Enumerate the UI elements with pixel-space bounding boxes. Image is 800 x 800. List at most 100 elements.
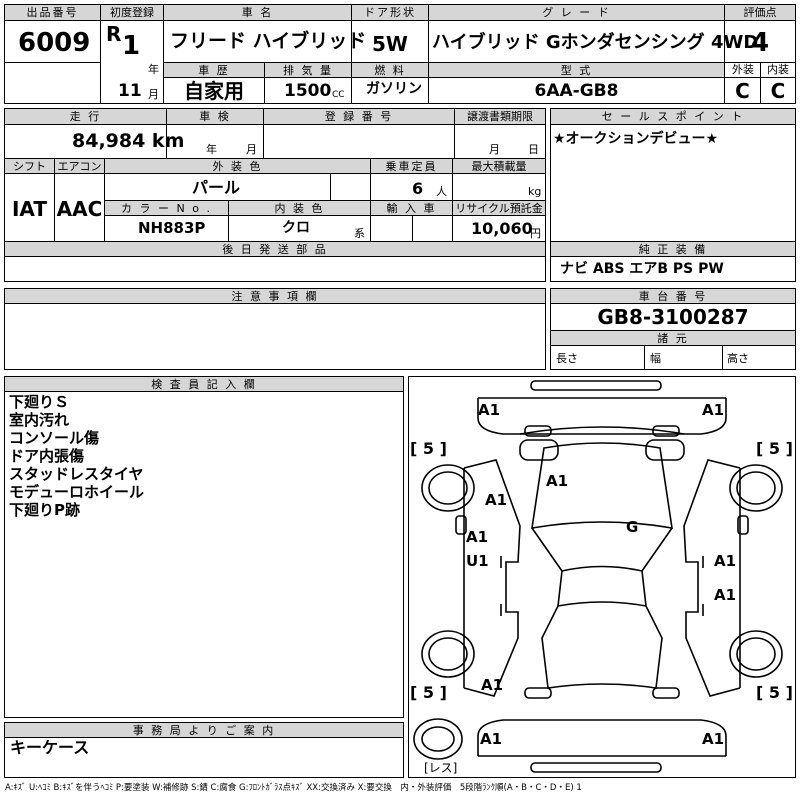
office-box: [4, 722, 404, 778]
cc-unit: CC: [332, 90, 345, 100]
capacity: 6: [412, 179, 424, 198]
tire-tread-rear-left: [ 5 ]: [410, 683, 447, 702]
capacity-header: 乗車定員: [371, 159, 452, 173]
car-name-header: 車 名: [164, 5, 351, 20]
damage-mark-front-door-left-dent: U1: [466, 552, 489, 570]
chassis-box: [550, 288, 796, 370]
chassis-header: 車 台 番 号: [551, 289, 795, 303]
height-label: 高さ: [727, 352, 749, 365]
selling-points-box: [550, 108, 796, 282]
inspector-note: コンソール傷: [9, 429, 100, 447]
int-color-unit: 系: [354, 227, 365, 240]
grade: ハイブリッド Gホンダセンシング 4WD: [432, 32, 759, 53]
specs-header: 諸 元: [551, 331, 795, 345]
history-header: 車 歴: [164, 63, 264, 77]
inspector-note: ドア内張傷: [9, 447, 85, 465]
ext-grade: C: [735, 79, 750, 103]
office-note: キーケース: [10, 738, 90, 757]
displacement-header: 排 気 量: [265, 63, 351, 77]
mileage: 84,984 km: [72, 130, 185, 152]
inspector-note: モデューロホイール: [9, 483, 145, 501]
first-reg-month: 11: [118, 81, 142, 101]
inspector-note: 下廻りＳ: [9, 393, 70, 411]
damage-mark-rear-right: A1: [702, 730, 724, 748]
car-name: フリード ハイブリッド: [170, 30, 367, 52]
damage-mark-front-fender-left: A1: [485, 491, 507, 509]
car-history: 自家用: [184, 79, 244, 103]
int-color: クロ: [282, 220, 310, 236]
color-number: NH883P: [138, 219, 206, 237]
damage-mark-rear-door-right: A1: [714, 586, 736, 604]
door-type: 5W: [372, 32, 408, 56]
era-mark: R: [106, 22, 122, 46]
year-unit: 年: [148, 63, 159, 76]
spare-tire-label: [レス]: [424, 761, 457, 775]
notes-header: 注 意 事 項 欄: [5, 289, 545, 303]
score-header: 評価点: [725, 5, 795, 20]
air-conditioner: AAC: [56, 197, 103, 221]
damage-mark-windshield: G: [626, 518, 638, 536]
door-header: ドア形状: [352, 5, 428, 20]
month-unit: 月: [148, 88, 159, 101]
damage-mark-front-door-left: A1: [466, 528, 488, 546]
inspector-box: [4, 376, 404, 718]
tire-tread-front-right: [ 5 ]: [756, 439, 793, 458]
damage-mark-rear-fender-left: A1: [481, 676, 503, 694]
grade-header: グ レ ー ド: [429, 5, 724, 20]
notes-box: [4, 288, 546, 370]
header-table: [4, 4, 796, 104]
model-header: 型 式: [429, 63, 724, 77]
recycle-fee: 10,060: [471, 219, 533, 238]
chassis-number: GB8-3100287: [597, 305, 749, 329]
ext-color: パール: [192, 178, 241, 197]
inspection-year-unit: 年: [206, 143, 217, 156]
displacement: 1500: [284, 81, 332, 101]
int-grade: C: [770, 79, 786, 103]
damage-mark-rear-left: A1: [480, 730, 502, 748]
later-parts-header: 後 日 発 送 部 品: [5, 242, 545, 256]
length-label: 長さ: [556, 352, 578, 365]
inspection-month-unit: 月: [246, 143, 257, 156]
inspector-header: 検 査 員 記 入 欄: [5, 377, 403, 391]
damage-mark-hood: A1: [546, 472, 568, 490]
damage-mark-front-door-right: A1: [714, 552, 736, 570]
damage-mark-front-left: A1: [478, 401, 500, 419]
transfer-month-unit: 月: [489, 143, 500, 156]
model-code: 6AA-GB8: [534, 81, 619, 101]
mileage-header: 走 行: [5, 109, 166, 124]
ext-color-header: 外 装 色: [105, 159, 370, 173]
import-header: 輸 入 車: [371, 201, 452, 215]
office-header: 事 務 局 よ り ご 案 内: [5, 723, 403, 737]
transfer-day-unit: 日: [528, 143, 539, 156]
ac-header: エアコン: [55, 159, 104, 173]
selling-points: ★オークションデビュー★: [553, 131, 719, 147]
inspector-note: スタッドレスタイヤ: [9, 465, 144, 483]
first-reg-year: 1: [122, 31, 141, 61]
damage-mark-front-right: A1: [702, 401, 724, 419]
selling-points-header: セ ー ル ス ポ イ ン ト: [551, 109, 795, 124]
score: 4: [750, 28, 770, 58]
fuel: ガソリン: [366, 81, 422, 97]
tire-tread-front-left: [ 5 ]: [410, 439, 447, 458]
shift: IAT: [11, 197, 47, 221]
lot-no-header: 出品番号: [5, 5, 100, 20]
capacity-unit: 人: [436, 185, 447, 198]
vehicle-damage-diagram: A1 A1 A1 A1 A1 U1 G A1 A1 A1 A1 A1 [ 5 ]…: [410, 380, 793, 775]
int-color-header: 内 装 色: [229, 201, 370, 215]
max-load-header: 最大積載量: [453, 159, 545, 173]
shift-header: シフト: [5, 159, 54, 173]
equipment: ナビ ABS エアB PS PW: [560, 261, 724, 277]
tire-tread-rear-right: [ 5 ]: [756, 683, 793, 702]
legend: A:ｷｽﾞ U:ﾍｺﾐ B:ｷｽﾞを伴うﾍｺﾐ P:要塗装 W:補修跡 S:錆 …: [5, 783, 582, 793]
recycle-unit: 円: [530, 227, 541, 240]
vehicle-info-table: [4, 108, 546, 282]
recycle-header: リサイクル預託金: [453, 201, 545, 215]
reg-no-header: 登 録 番 号: [264, 109, 454, 124]
color-no-header: カ ラ ー N o .: [105, 201, 228, 215]
width-label: 幅: [650, 352, 661, 365]
inspector-note: 室内汚れ: [9, 411, 70, 429]
inspection-header: 車 検: [167, 109, 263, 124]
int-grade-header: 内装: [767, 63, 789, 76]
fuel-header: 燃 料: [352, 63, 428, 77]
first-reg-header: 初度登録: [101, 5, 163, 20]
